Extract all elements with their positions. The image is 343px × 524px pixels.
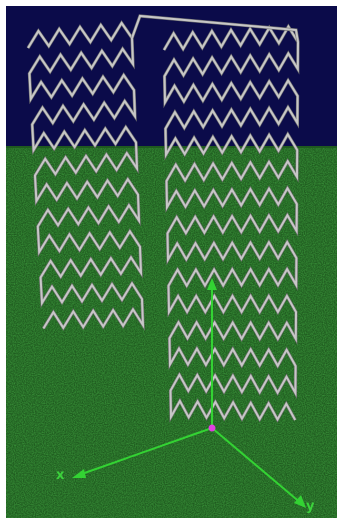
y-axis-arrow (294, 495, 306, 508)
left-zigzag-panel (27, 21, 145, 330)
x-axis-line (75, 427, 213, 477)
z-axis-arrow (207, 278, 217, 290)
origin-marker (208, 424, 216, 432)
axis-gizmo[interactable] (72, 278, 306, 508)
zigzag-wire-structure[interactable] (26, 14, 300, 423)
y-axis-label: y (306, 499, 315, 514)
y-axis-line (211, 427, 303, 505)
right-zigzag-panel (163, 24, 300, 422)
x-axis-label: x (56, 468, 65, 483)
x-axis-arrow (72, 469, 86, 478)
top-connector-wire (131, 14, 299, 43)
